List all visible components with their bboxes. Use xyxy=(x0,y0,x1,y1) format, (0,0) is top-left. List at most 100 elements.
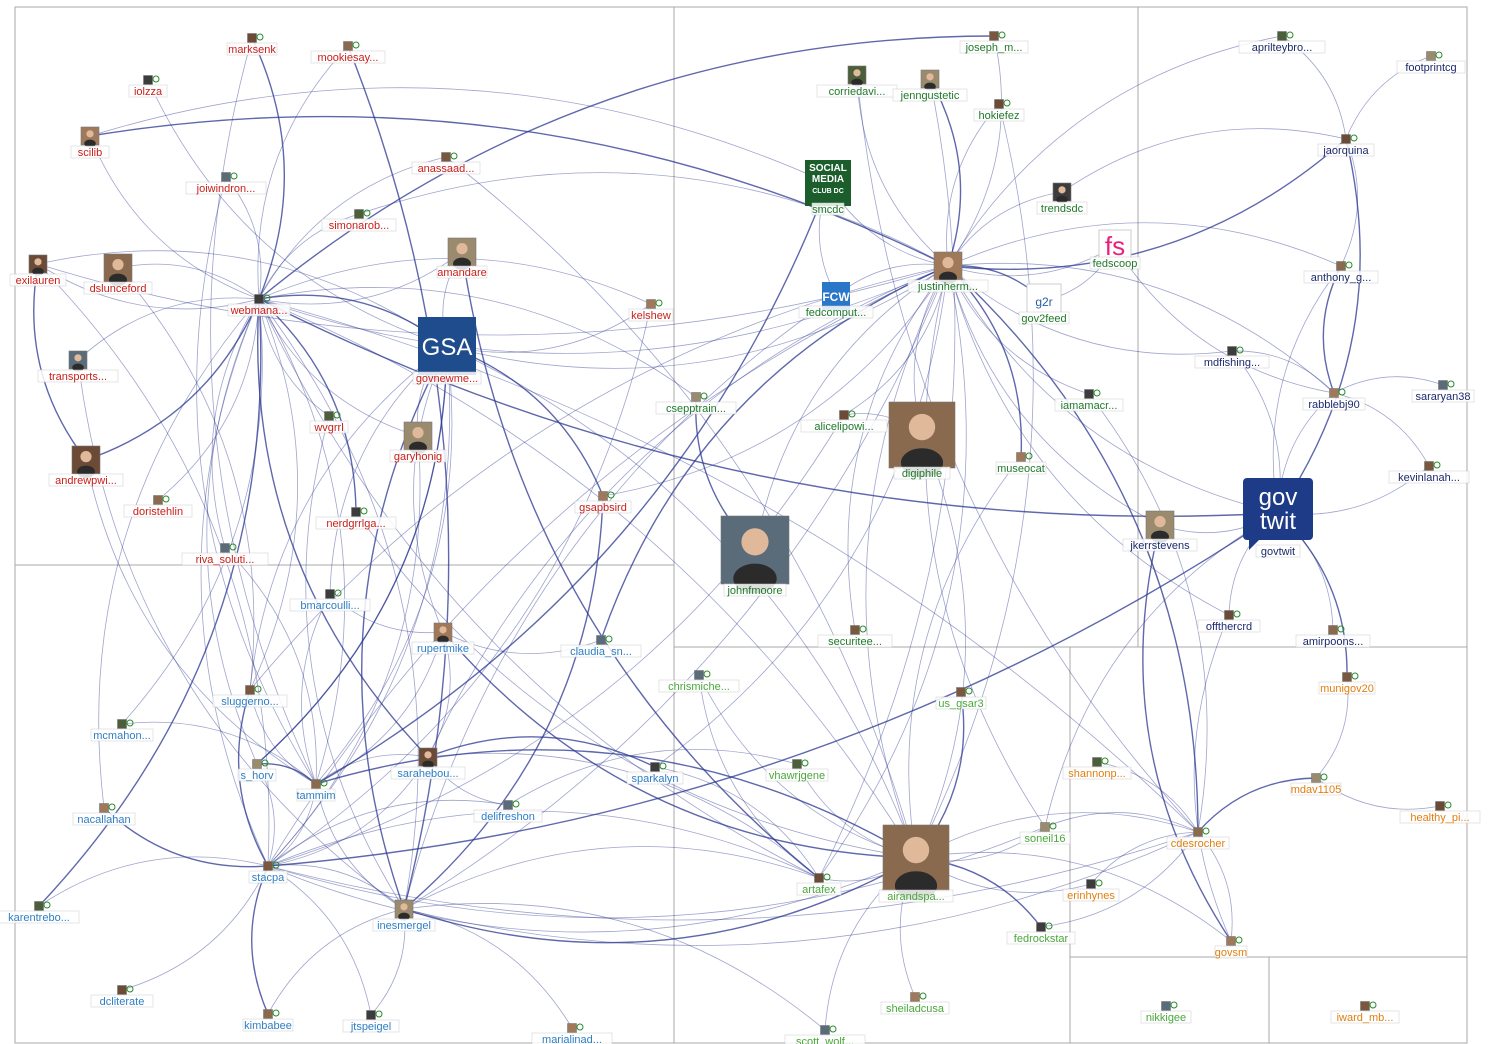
node-dslunceford[interactable]: dslunceford xyxy=(83,253,153,295)
node-iamamacr[interactable]: iamamacr... xyxy=(1054,389,1124,413)
node-johnfmoore[interactable]: johnfmoore xyxy=(720,515,790,597)
node-jkerrstevens[interactable]: jkerrstevens xyxy=(1122,510,1198,552)
user-indicator-icon xyxy=(152,75,160,83)
node-label: jkerrstevens xyxy=(1129,540,1190,552)
node-doristehlin[interactable]: doristehlin xyxy=(123,495,193,519)
node-us_gsar3[interactable]: us_gsar3 xyxy=(935,687,987,711)
node-kimbabee[interactable]: kimbabee xyxy=(242,1009,294,1033)
node-jenngustetic[interactable]: jenngustetic xyxy=(892,69,968,102)
node-wvgrrl[interactable]: wvgrrl xyxy=(309,411,349,435)
avatar-icon xyxy=(850,625,860,635)
node-munigov20[interactable]: munigov20 xyxy=(1318,672,1376,696)
node-andrewpwi[interactable]: andrewpwi... xyxy=(48,445,124,487)
node-webmana[interactable]: webmana... xyxy=(227,294,291,318)
node-govnewme[interactable]: GSAgovnewme... xyxy=(412,317,482,385)
node-kevinlanah[interactable]: kevinlanah... xyxy=(1388,461,1470,485)
node-mcmahon[interactable]: mcmahon... xyxy=(90,719,154,743)
node-marksenk[interactable]: marksenk xyxy=(226,33,278,57)
node-sparkalyn[interactable]: sparkalyn xyxy=(626,762,684,786)
node-sararyan38[interactable]: sararyan38 xyxy=(1411,380,1475,404)
node-dcliterate[interactable]: dcliterate xyxy=(90,985,154,1009)
avatar-face-icon xyxy=(908,413,936,441)
node-sheiladcusa[interactable]: sheiladcusa xyxy=(880,992,950,1016)
node-iward_mb[interactable]: iward_mb... xyxy=(1330,1001,1400,1025)
cluster-box-orange xyxy=(1069,646,1468,958)
node-jtspeigel[interactable]: jtspeigel xyxy=(342,1010,400,1034)
node-bmarcoulli[interactable]: bmarcoulli... xyxy=(289,589,371,613)
node-claudia_sn[interactable]: claudia_sn... xyxy=(560,635,642,659)
node-cdesrocher[interactable]: cdesrocher xyxy=(1166,827,1230,851)
node-garyhonig[interactable]: garyhonig xyxy=(389,421,447,463)
node-justinherm[interactable]: justinherm... xyxy=(907,251,989,293)
edge-sparkalyn-justinherm xyxy=(654,265,949,768)
node-cseptrain[interactable]: csepptrain... xyxy=(655,392,737,416)
avatar-icon xyxy=(263,1009,273,1019)
node-rivasoluti[interactable]: riva_soluti... xyxy=(181,543,269,567)
node-fedrockstar[interactable]: fedrockstar xyxy=(1006,922,1076,946)
node-s_horv[interactable]: s_horv xyxy=(237,759,277,783)
node-healthy_pi[interactable]: healthy_pi... xyxy=(1399,801,1481,825)
node-tammim[interactable]: tammim xyxy=(296,779,336,803)
node-kelshew[interactable]: kelshew xyxy=(628,299,674,323)
node-erinhynes[interactable]: erinhynes xyxy=(1062,879,1120,903)
node-nerdgrrlga[interactable]: nerdgrrlga... xyxy=(315,507,397,531)
node-footprintcg[interactable]: footprintcg xyxy=(1396,51,1466,75)
node-delifresh[interactable]: delifreshon xyxy=(473,800,543,824)
node-exilauren[interactable]: exilauren xyxy=(9,254,67,287)
node-label: govsm xyxy=(1215,947,1247,959)
node-simonarob[interactable]: simonarob... xyxy=(321,209,397,233)
node-mdfishing[interactable]: mdfishing... xyxy=(1194,346,1270,370)
node-transports[interactable]: transports... xyxy=(37,350,119,383)
node-karentrebo[interactable]: karentrebo... xyxy=(0,901,80,925)
node-chrismiche[interactable]: chrismiche... xyxy=(658,670,740,694)
node-securitee[interactable]: securitee... xyxy=(817,625,893,649)
node-label: mcmahon... xyxy=(93,730,150,742)
node-anthony_g[interactable]: anthony_g... xyxy=(1303,261,1379,285)
node-mdav1105[interactable]: mdav1105 xyxy=(1291,773,1342,797)
node-museocat[interactable]: museocat xyxy=(995,452,1047,476)
node-amirpoons[interactable]: amirpoons... xyxy=(1295,625,1371,649)
node-marialinad[interactable]: marialinad... xyxy=(531,1023,613,1044)
node-digiphile[interactable]: digiphile xyxy=(888,401,956,480)
node-sarahebou[interactable]: sarahebou... xyxy=(390,747,466,780)
node-gsapbsird[interactable]: gsapbsird xyxy=(574,491,632,515)
node-inesmergel[interactable]: inesmergel xyxy=(372,899,436,932)
node-scilib[interactable]: scilib xyxy=(70,126,110,159)
node-hokiefez[interactable]: hokiefez xyxy=(973,99,1025,123)
node-trendsdc[interactable]: trendsdc xyxy=(1036,182,1088,215)
user-indicator-icon xyxy=(126,985,134,993)
node-mookiesay[interactable]: mookiesay... xyxy=(310,41,386,65)
node-shannonp[interactable]: shannonp... xyxy=(1062,757,1132,781)
node-govsm[interactable]: govsm xyxy=(1214,936,1248,960)
node-offthercrd[interactable]: offthercrd xyxy=(1197,610,1261,634)
node-amandare[interactable]: amandare xyxy=(436,237,488,279)
node-anassaad[interactable]: anassaad... xyxy=(411,152,481,176)
node-fedcomput[interactable]: FCWfedcomput... xyxy=(798,282,874,319)
node-scott_wolf[interactable]: scott_wolf... xyxy=(784,1025,866,1044)
edge-justinherm-gsapbsird xyxy=(602,265,949,497)
node-nacallahan[interactable]: nacallahan xyxy=(72,803,136,827)
node-vhawrjgene[interactable]: vhawrjgene xyxy=(765,759,829,783)
node-label-bg xyxy=(128,84,168,98)
node-nikkigee[interactable]: nikkigee xyxy=(1140,1001,1192,1025)
node-airandspa[interactable]: airandspa... xyxy=(878,824,954,903)
node-soneil16[interactable]: soneil16 xyxy=(1019,822,1071,846)
node-alicelipowi[interactable]: alicelipowi... xyxy=(800,410,888,434)
node-sluggerno[interactable]: sluggerno... xyxy=(212,685,288,709)
edge-cdesrocher-soneil16 xyxy=(1044,812,1199,833)
node-artafex[interactable]: artafex xyxy=(796,873,842,897)
node-corriedavi[interactable]: corriedavi... xyxy=(816,65,898,98)
node-iolzza[interactable]: iolzza xyxy=(128,75,168,99)
avatar-shoulders-icon xyxy=(398,912,410,921)
node-stacpa[interactable]: stacpa xyxy=(248,861,288,885)
node-rabblebj90[interactable]: rabblebj90 xyxy=(1302,388,1366,412)
node-joiwindron[interactable]: joiwindron... xyxy=(185,172,267,196)
node-jaorquina[interactable]: jaorquina xyxy=(1317,134,1375,158)
node-aprilteybro[interactable]: aprilteybro... xyxy=(1238,31,1326,55)
node-rupertmike[interactable]: rupertmike xyxy=(411,622,475,655)
node-joseph_m[interactable]: joseph_m... xyxy=(959,31,1029,55)
